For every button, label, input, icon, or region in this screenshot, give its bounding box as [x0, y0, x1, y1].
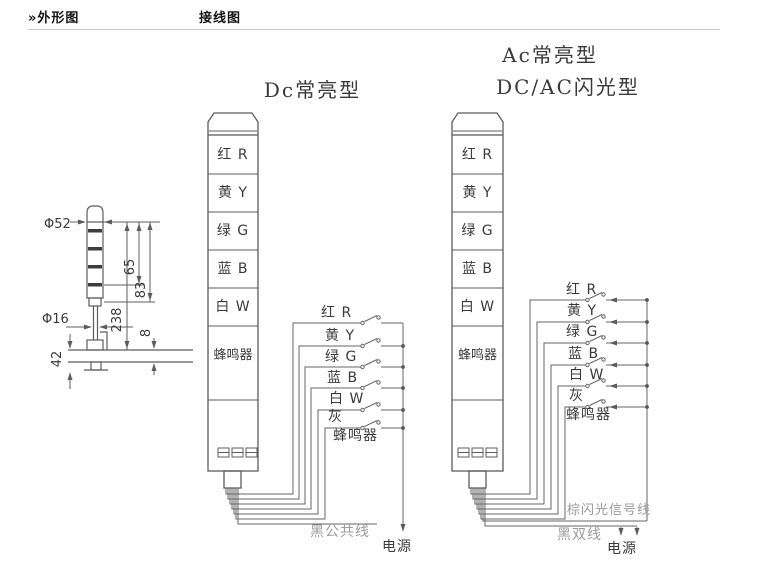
dim-label-83: 83	[134, 282, 149, 299]
wiring-tab-label: 接线图	[199, 11, 242, 26]
ac-double-wire	[484, 488, 637, 527]
header-divider	[28, 29, 720, 30]
dc-segment-green-label: 绿 G	[216, 223, 250, 239]
dim-label-65: 65	[123, 259, 138, 276]
dc-cable-stub	[223, 470, 242, 489]
outline-dimension-labels: Φ52 Φ16 65 83 238 42 8	[42, 217, 154, 367]
ac-diagram-title-line1: Ac常亮型	[502, 43, 598, 67]
outline-section-heading: »外形图	[28, 7, 79, 26]
dc-junction-dots	[401, 344, 405, 430]
ac-wire-green-label: 绿 G	[566, 324, 599, 340]
outline-base-plate	[68, 349, 193, 363]
outline-tower-base-cap	[88, 297, 102, 307]
dc-segment-yellow-label: 黄 Y	[217, 185, 248, 201]
dc-wire-white-label: 白 W	[329, 391, 365, 407]
dc-wire-gray-label: 灰	[328, 409, 343, 425]
ac-junction-dots	[645, 298, 649, 409]
dc-power-label: 电源	[382, 539, 412, 555]
dc-segment-red-label: 红 R	[217, 147, 249, 163]
ac-tower	[451, 112, 504, 489]
ac-diagram-title-line2: DC/AC闪光型	[496, 75, 640, 99]
dc-common-wire	[237, 488, 377, 525]
outline-hook	[100, 331, 108, 350]
dim-label-8: 8	[139, 329, 154, 337]
ac-wire-yellow-label: 黄 Y	[567, 303, 598, 319]
outline-tower-cap	[86, 205, 104, 222]
dc-wire-blue-label: 蓝 B	[327, 370, 359, 386]
dc-terminal-block-icon	[217, 447, 258, 458]
dc-diagram-title: Dc常亮型	[263, 78, 362, 102]
outline-pole	[92, 306, 99, 340]
dc-wire-green-label: 绿 G	[325, 349, 358, 365]
ac-wire-red-label: 红 R	[566, 282, 598, 298]
ac-wire-white-label: 白 W	[569, 367, 605, 383]
ac-wire-gray-label: 灰	[569, 388, 584, 404]
dc-segment-white-label: 白 W	[215, 299, 251, 315]
outline-foot	[90, 361, 102, 371]
ac-segment-red-label: 红 R	[461, 147, 494, 163]
dim-label-238: 238	[110, 308, 125, 333]
ac-segment-buzzer-label: 蜂鸣器	[457, 348, 497, 363]
ac-flash-wire-label: 棕闪光信号线	[567, 503, 652, 518]
dc-tower-cap	[207, 112, 259, 135]
dc-wiring	[225, 315, 406, 532]
ac-segment-blue-label: 蓝 B	[461, 261, 494, 277]
ac-flash-signal-wire	[482, 488, 647, 522]
dc-wire-buzzer-label: 蜂鸣器	[333, 428, 378, 444]
outline-tab-label: 外形图	[37, 11, 80, 26]
ac-segment-green-label: 绿 G	[461, 223, 494, 239]
ac-cable-stub	[468, 470, 487, 489]
dc-segment-buzzer-label: 蜂鸣器	[213, 348, 253, 363]
ac-terminal-block-icon	[457, 447, 498, 458]
dc-wire-yellow-label: 黄 Y	[325, 328, 356, 344]
ac-switch-icons	[585, 292, 606, 410]
double-arrow-icon: »	[28, 11, 38, 26]
dim-label-d16: Φ16	[42, 312, 69, 327]
ac-double-wire-label: 黑双线	[557, 527, 602, 543]
ac-power-bracket	[618, 527, 640, 536]
dim-label-42: 42	[50, 351, 65, 368]
dc-segment-blue-label: 蓝 B	[217, 261, 249, 277]
ac-wire-buzzer-label: 蜂鸣器	[566, 407, 611, 423]
outline-drawing: Φ52 Φ16 65 83 238 42 8	[42, 205, 193, 389]
dc-tower	[207, 112, 259, 489]
ac-wiring	[470, 292, 649, 536]
dim-label-d52: Φ52	[44, 217, 71, 232]
outline-dimension-lines	[66, 219, 160, 389]
dc-common-wire-label: 黑公共线	[310, 524, 370, 540]
dc-wire-red-label: 红 R	[321, 305, 353, 321]
outline-tower-body	[86, 221, 104, 299]
ac-power-label: 电源	[607, 541, 637, 557]
ac-tower-cap	[451, 112, 504, 135]
dc-switch-icons	[360, 315, 381, 431]
ac-segment-yellow-label: 黄 Y	[462, 185, 493, 201]
ac-wire-blue-label: 蓝 B	[568, 346, 600, 362]
wiring-section-heading: 接线图	[199, 7, 241, 26]
ac-flash-arrow-icons	[609, 297, 619, 410]
ac-segment-white-label: 白 W	[459, 299, 496, 315]
outline-bracket	[86, 339, 104, 351]
